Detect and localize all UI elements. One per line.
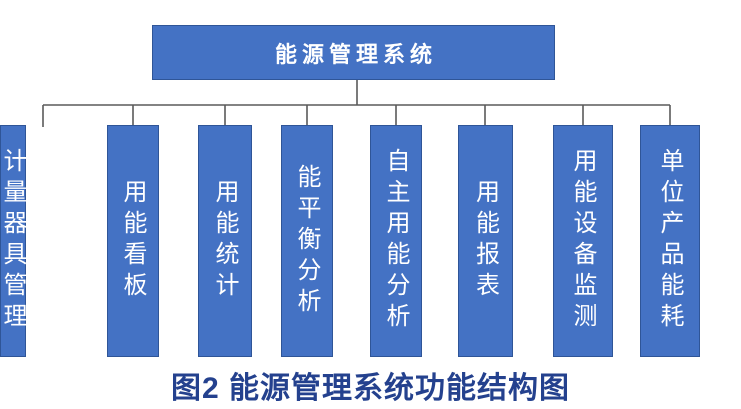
child-node-label: 单位产品能耗 xyxy=(656,148,684,334)
child-node-label: 用能统计 xyxy=(211,179,239,303)
child-node-energy-reports: 用能报表 xyxy=(458,125,513,357)
figure-caption: 图2 能源管理系统功能结构图 xyxy=(170,372,571,405)
child-node-energy-dashboard: 用能看板 xyxy=(107,125,159,357)
child-node-label: 用能报表 xyxy=(471,179,500,303)
child-node-unit-product-energy-consumption: 单位产品能耗 xyxy=(640,125,700,357)
child-node-label: 用能看板 xyxy=(119,179,147,303)
child-node-label: 计量器具管理 xyxy=(0,148,27,334)
child-node-label: 用能设备监测 xyxy=(569,148,597,334)
child-node-measuring-instrument-management: 计量器具管理 xyxy=(0,125,27,357)
root-node-label: 能源管理系统 xyxy=(274,41,437,68)
child-node-autonomous-energy-analysis: 自主用能分析 xyxy=(370,125,422,357)
child-node-energy-statistics: 用能统计 xyxy=(198,125,252,357)
child-node-label: 能平衡分析 xyxy=(293,163,321,319)
root-node: 能源管理系统 xyxy=(152,25,555,80)
child-node-energy-balance-analysis: 能平衡分析 xyxy=(281,125,333,357)
child-node-equipment-monitoring: 用能设备监测 xyxy=(553,125,613,357)
child-node-label: 自主用能分析 xyxy=(382,148,410,334)
